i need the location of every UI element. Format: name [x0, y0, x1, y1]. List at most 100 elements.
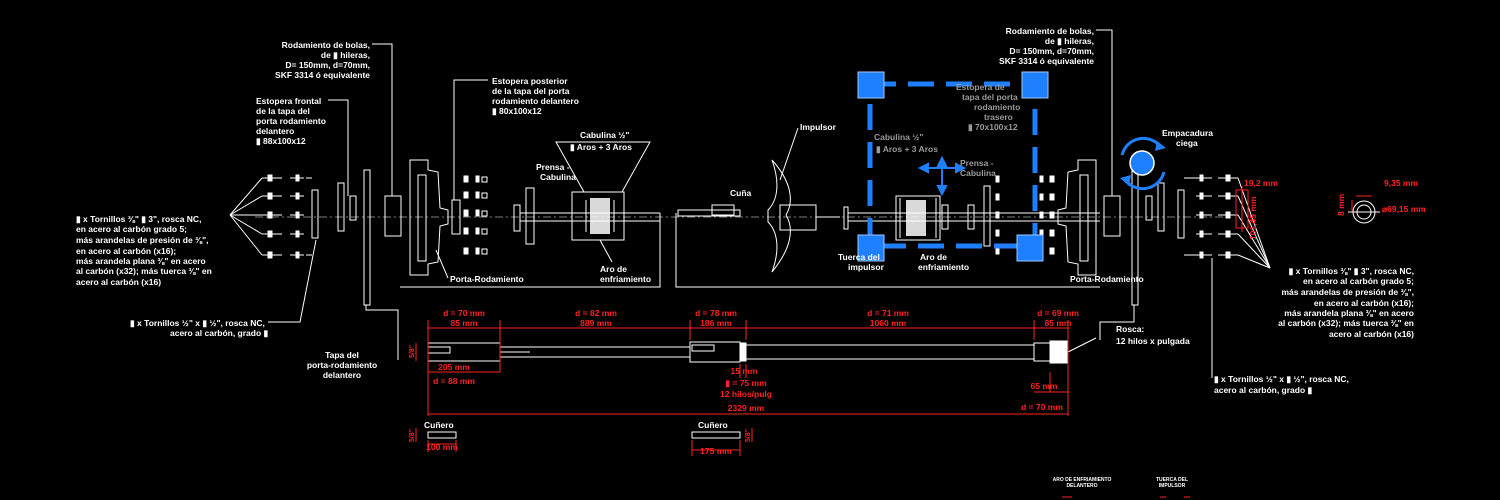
svg-text:Tuerca del: Tuerca del — [838, 252, 880, 262]
label-seal-back: Estopera de tapa del porta rodamiento tr… — [956, 82, 1020, 132]
gasket-detail[interactable] — [1235, 186, 1380, 232]
svg-text:186 mm: 186 mm — [700, 318, 732, 328]
square-grip-icon[interactable] — [1021, 71, 1049, 99]
impeller[interactable] — [677, 159, 849, 273]
svg-text:Cuñero: Cuñero — [424, 420, 454, 430]
label-bearing-left: Rodamiento de bolas, de ▮ hileras, D= 15… — [275, 40, 393, 196]
small-aro-label: ARO DE ENFRIAMIENTO DELANTERO — [1053, 477, 1112, 498]
svg-text:205 mm: 205 mm — [438, 362, 470, 372]
label-porta-right: Porta-Rodamiento — [1070, 274, 1144, 284]
svg-text:SKF 3314 ó equivalente: SKF 3314 ó equivalente — [999, 56, 1094, 66]
svg-text:▮ = 75 mm: ▮ = 75 mm — [725, 378, 767, 388]
svg-text:9,35 mm: 9,35 mm — [1384, 178, 1418, 188]
svg-text:DELANTERO: DELANTERO — [1066, 483, 1097, 489]
label-tapa: Tapa del porta-rodamiento delantero — [307, 350, 377, 380]
cabulina-left-assembly[interactable] — [555, 141, 651, 263]
right-leader-lines — [1237, 177, 1271, 269]
svg-text:d = 88 mm: d = 88 mm — [433, 376, 475, 386]
shaft-drawing[interactable] — [427, 337, 1097, 364]
selection-window[interactable] — [867, 81, 1038, 249]
svg-text:Prensa -: Prensa - — [536, 162, 570, 172]
svg-text:Rosca:: Rosca: — [1116, 324, 1145, 334]
svg-text:en acero al carbón (x16);: en acero al carbón (x16); — [1314, 298, 1414, 308]
svg-text:d = 71 mm: d = 71 mm — [867, 308, 909, 318]
square-grip-icon[interactable] — [1016, 234, 1044, 262]
svg-text:Empacadura: Empacadura — [1162, 128, 1213, 138]
svg-text:de ▮ hileras,: de ▮ hileras, — [1045, 36, 1094, 46]
svg-text:▮ Aros + 3 Aros: ▮ Aros + 3 Aros — [570, 142, 632, 152]
svg-text:ARO DE ENFRIAMIENTO: ARO DE ENFRIAMIENTO — [1053, 477, 1112, 483]
svg-text:d = 82 mm: d = 82 mm — [575, 308, 617, 318]
svg-text:12 hilos x pulgada: 12 hilos x pulgada — [1116, 336, 1190, 346]
svg-text:TUERCA DEL: TUERCA DEL — [1156, 477, 1188, 483]
svg-text:IMPULSOR: IMPULSOR — [1159, 483, 1186, 489]
label-empacadura: Empacadura ciega — [1162, 128, 1213, 148]
label-cuna: Cuña — [730, 188, 752, 198]
label-impulsor: Impulsor — [779, 122, 837, 181]
svg-text:▮ 70x100x12: ▮ 70x100x12 — [968, 122, 1018, 132]
svg-text:12 hilos/pulg: 12 hilos/pulg — [720, 389, 772, 399]
left-bolt-stack[interactable] — [262, 174, 319, 259]
svg-text:D= 150mm, d=70mm,: D= 150mm, d=70mm, — [285, 60, 370, 70]
label-tornillos-left: ▮ x Tornillos ⅜" ▮ 3", rosca NC, en acer… — [76, 214, 212, 287]
label-aro-right: Aro de enfriamiento — [918, 252, 969, 272]
square-grip-icon[interactable] — [857, 234, 885, 262]
square-grip-icon[interactable] — [857, 71, 885, 99]
front-bearing-assembly[interactable] — [337, 159, 535, 306]
svg-text:▮ 80x100x12: ▮ 80x100x12 — [492, 106, 542, 116]
svg-text:65 mm: 65 mm — [1031, 381, 1058, 391]
dimension-lines — [415, 320, 1069, 416]
svg-text:Estopera de: Estopera de — [956, 82, 1005, 92]
svg-text:Cabulina: Cabulina — [540, 172, 576, 182]
label-seal-rear: Estopera posterior de la tapa del porta … — [453, 76, 579, 200]
svg-text:Estopera frontal: Estopera frontal — [256, 96, 321, 106]
svg-text:Impulsor: Impulsor — [800, 122, 837, 132]
svg-text:▮ x Tornillos ½" x ▮ ½", rosca: ▮ x Tornillos ½" x ▮ ½", rosca NC, — [1214, 374, 1349, 384]
svg-text:▮ Aros + 3 Aros: ▮ Aros + 3 Aros — [876, 144, 938, 154]
label-seal-front: Estopera frontal de la tapa del porta ro… — [256, 96, 349, 196]
svg-text:de la tapa del: de la tapa del — [256, 106, 310, 116]
svg-text:en acero al carbón grado 5;: en acero al carbón grado 5; — [76, 224, 187, 234]
svg-text:Estopera posterior: Estopera posterior — [492, 76, 568, 86]
svg-text:porta-rodamiento: porta-rodamiento — [307, 360, 377, 370]
rotate-gizmo-icon[interactable] — [1120, 136, 1166, 191]
label-tornillos-right-2: ▮ x Tornillos ½" x ▮ ½", rosca NC, acero… — [1211, 258, 1349, 395]
svg-text:al carbón (x32); más tuerca ⅜: al carbón (x32); más tuerca ⅜" en — [76, 266, 212, 276]
svg-text:en acero al carbón grado 5;: en acero al carbón grado 5; — [1303, 276, 1414, 286]
svg-text:1060 mm: 1060 mm — [870, 318, 907, 328]
label-aro-left: Aro de enfriamiento — [600, 264, 651, 284]
svg-text:Prensa -: Prensa - — [960, 158, 994, 168]
svg-text:porta rodamiento: porta rodamiento — [256, 116, 326, 126]
svg-text:2329 mm: 2329 mm — [728, 403, 765, 413]
svg-text:rodamiento delantero: rodamiento delantero — [492, 96, 579, 106]
svg-text:100 mm: 100 mm — [426, 442, 458, 452]
svg-text:de la tapa del porta: de la tapa del porta — [492, 86, 570, 96]
label-tuerca: Tuerca del impulsor — [838, 252, 885, 272]
svg-text:más arandela plana ⅜" en acer: más arandela plana ⅜" en acero — [1284, 308, 1414, 318]
label-bearing-right: Rodamiento de bolas, de ▮ hileras, D= 15… — [999, 26, 1113, 196]
svg-text:Porta-Rodamiento: Porta-Rodamiento — [1070, 274, 1144, 284]
label-cabulina-right: Cabulina ½" ▮ Aros + 3 Aros — [874, 132, 938, 154]
svg-text:delantero: delantero — [256, 126, 294, 136]
rear-bearing-assembly[interactable] — [1057, 159, 1238, 340]
svg-text:Rodamiento de bolas,: Rodamiento de bolas, — [1006, 26, 1094, 36]
keyway-mid[interactable] — [691, 428, 753, 456]
svg-text:5/8": 5/8" — [745, 429, 752, 442]
label-tornillos-right: ▮ x Tornillos ⅜" ▮ 3", rosca NC, en acer… — [1278, 266, 1414, 339]
svg-text:d = 70 mm: d = 70 mm — [443, 308, 485, 318]
label-porta-left: Porta-Rodamiento — [435, 249, 524, 284]
svg-text:15 mm: 15 mm — [731, 366, 758, 376]
keyway-left[interactable] — [415, 428, 457, 452]
svg-text:Cabulina ½": Cabulina ½" — [874, 132, 923, 142]
assembly-frame-lines — [365, 213, 1100, 360]
svg-text:D= 150mm, d=70mm,: D= 150mm, d=70mm, — [1009, 46, 1094, 56]
svg-text:▮ x Tornillos ½" x ▮ ½", rosca: ▮ x Tornillos ½" x ▮ ½", rosca NC, — [130, 318, 265, 328]
cabulina-right-assembly[interactable] — [895, 175, 1055, 255]
move-gizmo-icon[interactable] — [917, 155, 967, 197]
svg-text:101,45 mm: 101,45 mm — [1248, 196, 1258, 240]
label-cufiero-mid: Cuñero — [698, 420, 728, 430]
svg-text:al carbón (x32); más tuerca ⅜: al carbón (x32); más tuerca ⅜" en — [1278, 318, 1414, 328]
label-cabulina-left: Cabulina ½" ▮ Aros + 3 Aros — [570, 130, 632, 152]
svg-text:Aro de: Aro de — [920, 252, 947, 262]
